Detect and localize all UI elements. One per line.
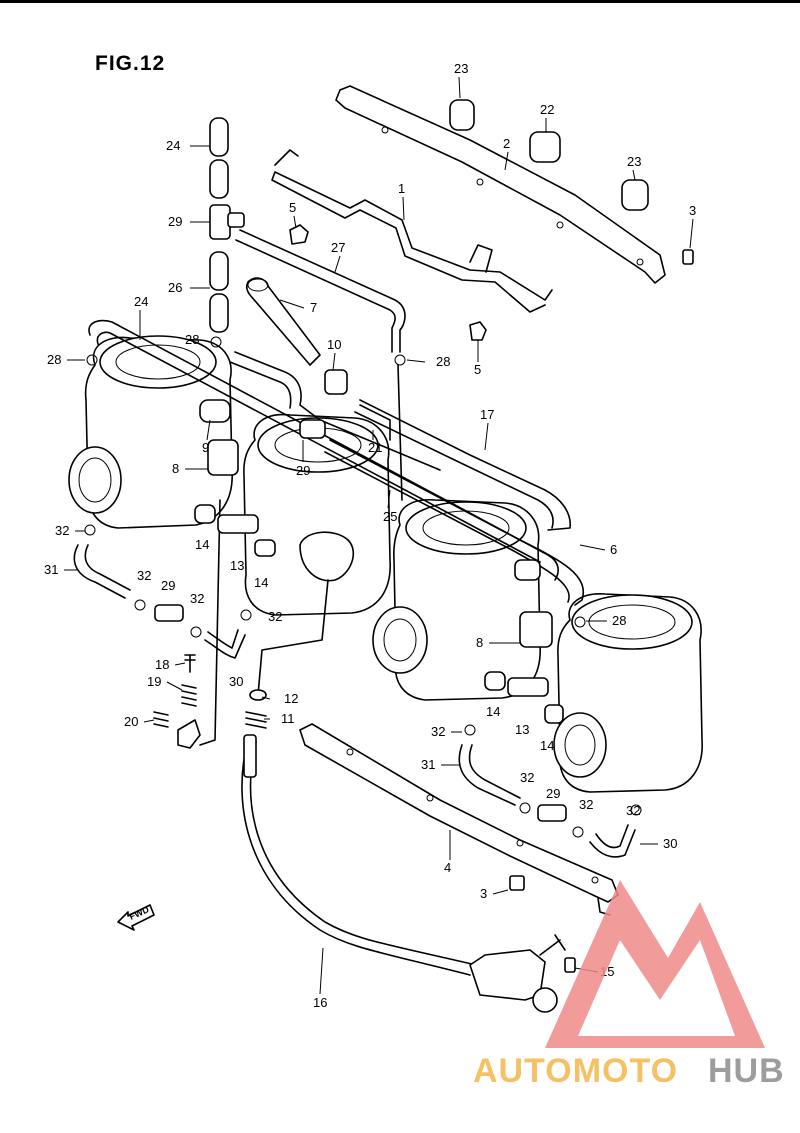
callout-32: 32: [268, 609, 282, 624]
callout-13: 13: [230, 558, 244, 573]
callout-16: 16: [313, 995, 327, 1010]
callout-30: 30: [663, 836, 677, 851]
callout-32: 32: [137, 568, 151, 583]
hose-31-right: [458, 744, 521, 806]
cable-bracket-15: [469, 934, 566, 1013]
callout-labels: 23 22 2 23 1 3 5 27 24 29 26 7 24 28 10 …: [44, 61, 696, 1010]
callout-28: 28: [47, 352, 61, 367]
watermark-text-1: AUTOMOTO: [473, 1052, 678, 1090]
callout-2: 2: [503, 136, 510, 151]
callout-32: 32: [55, 523, 69, 538]
carburetor-body-4: [553, 593, 703, 793]
callout-22: 22: [540, 102, 554, 117]
callout-30: 30: [229, 674, 243, 689]
t-joint-29-upper: [209, 204, 245, 240]
bracket-plate-2: [335, 85, 666, 284]
callout-19: 19: [147, 674, 161, 689]
callout-23: 23: [627, 154, 641, 169]
callout-14: 14: [540, 738, 554, 753]
throttle-cable-16: [241, 734, 477, 976]
t-joints-29: [154, 604, 567, 822]
hose-27: [235, 229, 406, 353]
callout-7: 7: [310, 300, 317, 315]
callout-32: 32: [579, 797, 593, 812]
callout-20: 20: [124, 714, 138, 729]
carburetor-body-1: [68, 335, 233, 529]
small-fittings: [194, 99, 694, 973]
callout-14: 14: [195, 537, 209, 552]
callout-29: 29: [161, 578, 175, 593]
hose-6: [324, 439, 585, 606]
watermark-logo: AUTOMOTO HUB: [473, 880, 785, 1090]
hose-24-vertical: [209, 117, 229, 199]
callout-26: 26: [168, 280, 182, 295]
callout-14: 14: [254, 575, 268, 590]
callout-27: 27: [331, 240, 345, 255]
hose-30-left: [204, 629, 246, 659]
callout-5: 5: [289, 200, 296, 215]
callout-1: 1: [398, 181, 405, 196]
callout-14: 14: [486, 704, 500, 719]
hose-30-right: [589, 824, 636, 858]
callout-32: 32: [190, 591, 204, 606]
callout-3: 3: [689, 203, 696, 218]
hose-25: [397, 364, 403, 501]
callout-17: 17: [480, 407, 494, 422]
callout-8: 8: [476, 635, 483, 650]
springs-and-screws: [153, 654, 267, 749]
callout-24: 24: [166, 138, 180, 153]
callout-28: 28: [185, 332, 199, 347]
callout-25: 25: [383, 509, 397, 524]
callout-28: 28: [612, 613, 626, 628]
figure-title: FIG.12: [95, 52, 166, 75]
callout-3: 3: [480, 886, 487, 901]
callout-9: 9: [202, 440, 209, 455]
bracket-1: [271, 149, 553, 313]
pipe-21: [229, 351, 441, 471]
callout-29: 29: [296, 463, 310, 478]
forward-arrow-icon: FWD: [117, 904, 155, 931]
callout-32: 32: [520, 770, 534, 785]
callout-21: 21: [368, 440, 382, 455]
hose-26: [209, 251, 229, 333]
hose-17: [354, 399, 571, 531]
callout-12: 12: [284, 691, 298, 706]
callout-32: 32: [626, 803, 640, 818]
callout-8: 8: [172, 461, 179, 476]
callout-28: 28: [436, 354, 450, 369]
hose-7: [245, 277, 321, 366]
callout-13: 13: [515, 722, 529, 737]
callout-31: 31: [421, 757, 435, 772]
hose-31-left: [73, 544, 131, 599]
callout-29: 29: [546, 786, 560, 801]
clips-32: [84, 336, 642, 838]
callout-23: 23: [454, 61, 468, 76]
callout-32: 32: [431, 724, 445, 739]
callout-5: 5: [474, 362, 481, 377]
callout-29: 29: [168, 214, 182, 229]
callout-24: 24: [134, 294, 148, 309]
callout-31: 31: [44, 562, 58, 577]
callout-11: 11: [281, 711, 295, 726]
callout-4: 4: [444, 860, 451, 875]
carburetor-body-3: [372, 499, 541, 701]
leader-lines: [64, 76, 694, 995]
callout-18: 18: [155, 657, 169, 672]
drain-tube-left: [199, 499, 329, 746]
watermark-text-2: HUB: [708, 1052, 785, 1090]
callout-6: 6: [610, 542, 617, 557]
callout-10: 10: [327, 337, 341, 352]
